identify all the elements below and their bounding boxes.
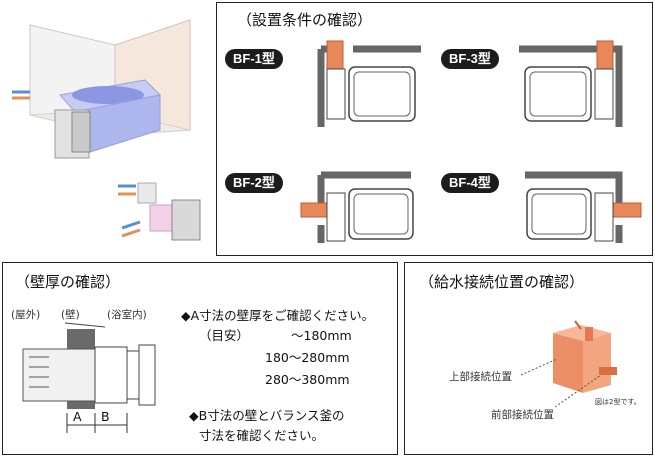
type-badge-bf4: BF-4型 (441, 173, 499, 193)
wall-panel: （壁厚の確認） (屋外) (壁) (浴室内) A B ◆A寸法の壁厚をご確認くだ… (2, 262, 398, 455)
type-badge-bf1: BF-1型 (225, 49, 283, 69)
wall-range-2: 180～280mm (265, 350, 350, 365)
wall-section-diagram (22, 322, 156, 433)
wall-instruction-1: ◆A寸法の壁厚をご確認ください。 (181, 308, 375, 323)
top-connection-label: 上部接続位置 (449, 371, 512, 383)
wall-range-3: 280～380mm (265, 372, 350, 387)
wall-instruction-2: ◆B寸法の壁とバランス釜の (189, 408, 345, 423)
label-bathroom: (浴室内) (107, 309, 147, 321)
water-title: （給水接続位置の確認） (419, 273, 585, 291)
type-badge-bf3: BF-3型 (441, 49, 499, 69)
installation-title: （設置条件の確認） (237, 11, 373, 29)
label-outside: (屋外) (11, 309, 41, 321)
bf3-diagram (519, 40, 623, 127)
bf4-diagram (525, 171, 642, 243)
wall-title: （壁厚の確認） (15, 273, 121, 291)
wall-guideline-label: （目安） (199, 328, 250, 343)
dimension-b-label: B (101, 409, 110, 424)
type-badge-bf2: BF-2型 (225, 173, 283, 193)
installation-panel: （設置条件の確認） BF-1型 BF-3型 BF-2型 BF-4型 (216, 2, 653, 256)
front-connection-label: 前部接続位置 (491, 409, 554, 421)
wall-range-1: ～180mm (291, 328, 352, 343)
label-wall: (壁) (61, 309, 80, 321)
leader-lines (520, 358, 602, 408)
water-connection-diagram (553, 320, 617, 393)
water-panel: （給水接続位置の確認） 上部接続位置 前部接続位置 図は2型です。 (404, 262, 653, 455)
bf2-diagram (300, 171, 414, 243)
diagram-note: 図は2型です。 (595, 398, 641, 406)
wall-instruction-3: 寸法を確認ください。 (199, 428, 325, 443)
bathroom-illustration (12, 19, 201, 241)
bf1-diagram (317, 40, 421, 127)
dimension-a-label: A (73, 409, 82, 424)
